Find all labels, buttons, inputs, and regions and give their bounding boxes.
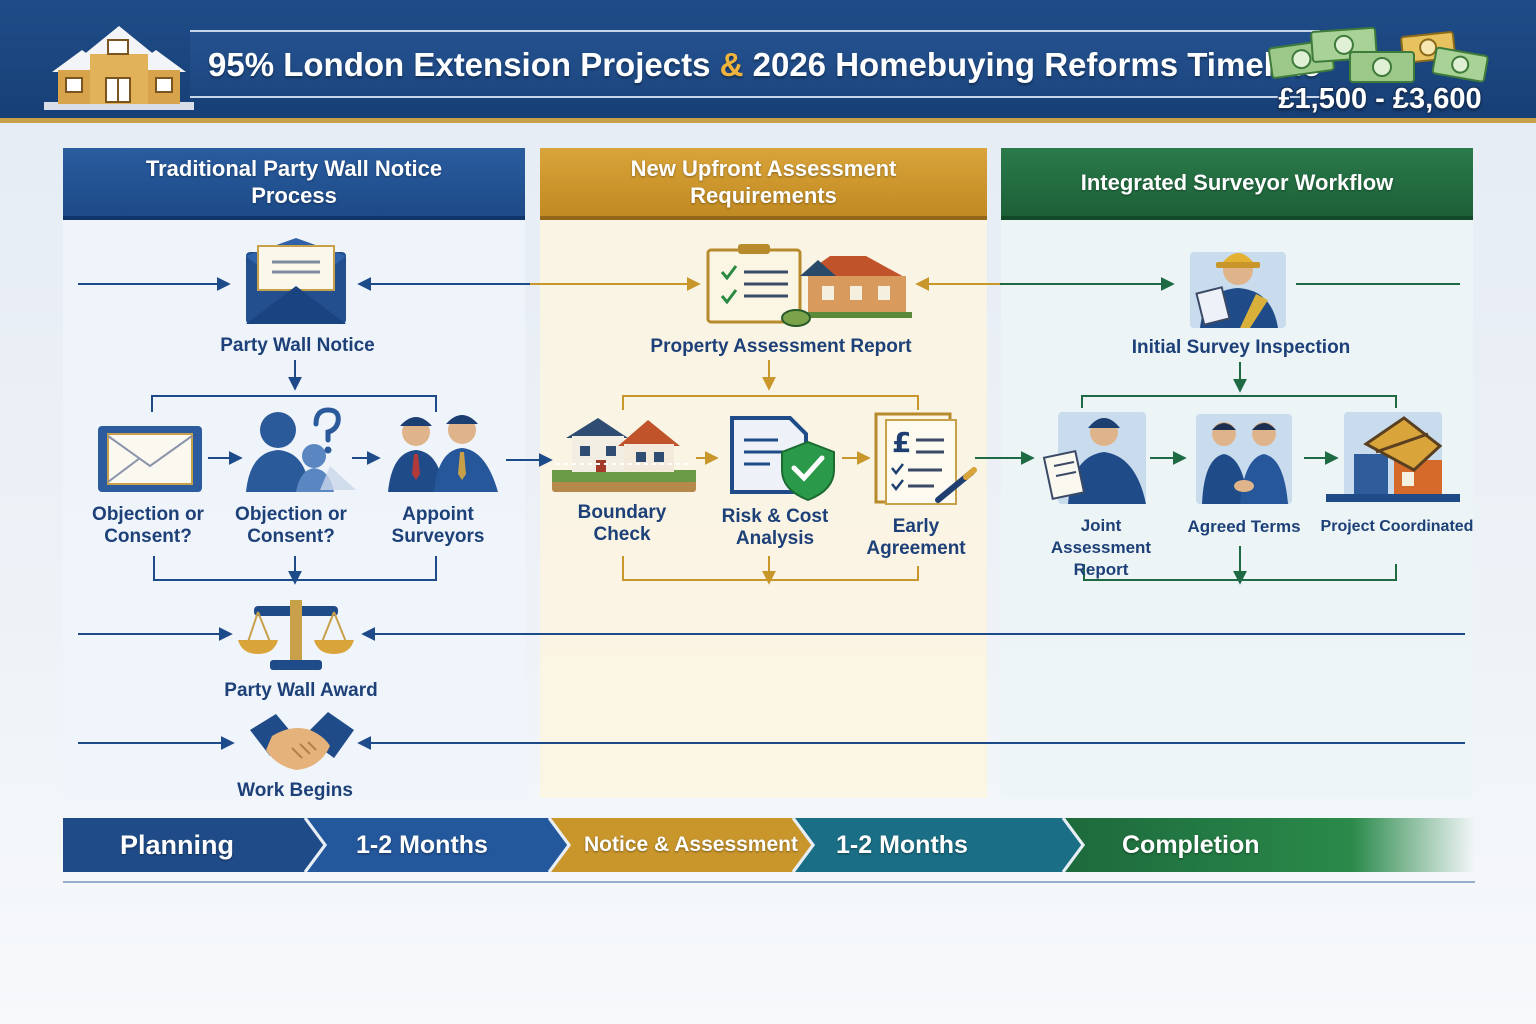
panel-traditional: Traditional Party Wall Notice Process	[63, 148, 525, 798]
timeline-underline	[63, 881, 1475, 883]
panel-integrated-title: Integrated Surveyor Workflow	[1001, 148, 1473, 220]
panel-integrated: Integrated Surveyor Workflow	[1001, 148, 1473, 798]
panel-upfront-title: New Upfront Assessment Requirements	[540, 148, 987, 220]
node-early-agreement: Early Agreement	[866, 516, 966, 559]
node-appoint-surveyors: Appoint Surveyors	[391, 504, 485, 547]
timeline-segment-months-1	[307, 818, 569, 872]
connector-rails	[78, 277, 1465, 750]
header-gold-rule	[0, 118, 1536, 123]
house-icon	[552, 418, 696, 492]
checklist-house-icon	[706, 244, 912, 327]
svg-text:£: £	[892, 426, 911, 459]
title-part-2: 2026 Homebuying Reforms Timeline	[752, 46, 1321, 83]
surveyor-clipboard-icon	[1042, 412, 1146, 504]
scales-icon	[238, 600, 354, 670]
node-party-wall-notice: Party Wall Notice	[220, 335, 375, 356]
node-objection-or-consent-2: Objection or Consent?	[235, 504, 347, 547]
houses-icon	[44, 26, 194, 110]
timeline-label-completion: Completion	[1122, 831, 1260, 859]
connector-tree-traditional	[151, 360, 553, 585]
pound-document-icon: £	[874, 412, 977, 505]
timeline-segment-planning	[63, 818, 325, 872]
panel-traditional-title: Traditional Party Wall Notice Process	[63, 148, 525, 220]
envelope-icon	[246, 238, 346, 324]
timeline-segment-months-2	[795, 818, 1083, 872]
shield-check-icon	[730, 416, 835, 502]
title-ampersand: &	[719, 46, 744, 83]
page-title: 95% London Extension Projects & 2026 Hom…	[208, 40, 1321, 90]
node-property-assessment-report: Property Assessment Report	[650, 336, 912, 357]
timeline-label-months-2: 1-2 Months	[836, 831, 968, 859]
two-men-handshake-icon	[1196, 414, 1292, 504]
node-agreed-terms: Agreed Terms	[1187, 517, 1301, 536]
handshake-icon	[250, 712, 354, 770]
timeline-bar	[63, 818, 1475, 872]
cost-range: £1,500 - £3,600	[1278, 83, 1482, 115]
node-objection-or-consent-1: Objection or Consent?	[92, 504, 204, 547]
title-part-1: 95% London Extension Projects	[208, 46, 711, 83]
timeline-label-months-1: 1-2 Months	[356, 831, 488, 859]
connector-tree-upfront	[622, 360, 1035, 585]
banknotes-icon	[1268, 26, 1489, 83]
question-person-icon	[246, 407, 356, 492]
timeline-segment-completion	[1065, 818, 1475, 872]
node-boundary-check: Boundary Check	[577, 502, 667, 545]
node-party-wall-award: Party Wall Award	[224, 680, 378, 701]
node-joint-assessment-report: Joint Assessment Report	[1050, 516, 1152, 579]
node-work-begins: Work Begins	[237, 780, 353, 801]
node-project-coordinated: Project Coordinated	[1320, 518, 1474, 535]
timeline-segment-notice	[551, 818, 813, 872]
envelope-icon	[98, 426, 202, 492]
timeline-label-planning: Planning	[120, 830, 234, 860]
node-initial-survey-inspection: Initial Survey Inspection	[1131, 337, 1351, 358]
construction-icon	[1326, 412, 1460, 502]
connector-tree-integrated	[1081, 362, 1397, 585]
surveyors-icon	[388, 415, 498, 492]
header-title-band	[190, 30, 1320, 98]
node-risk-cost-analysis: Risk & Cost Analysis	[721, 506, 829, 549]
timeline-label-notice: Notice & Assessment	[584, 833, 798, 856]
hardhat-surveyor-icon	[1190, 252, 1286, 328]
